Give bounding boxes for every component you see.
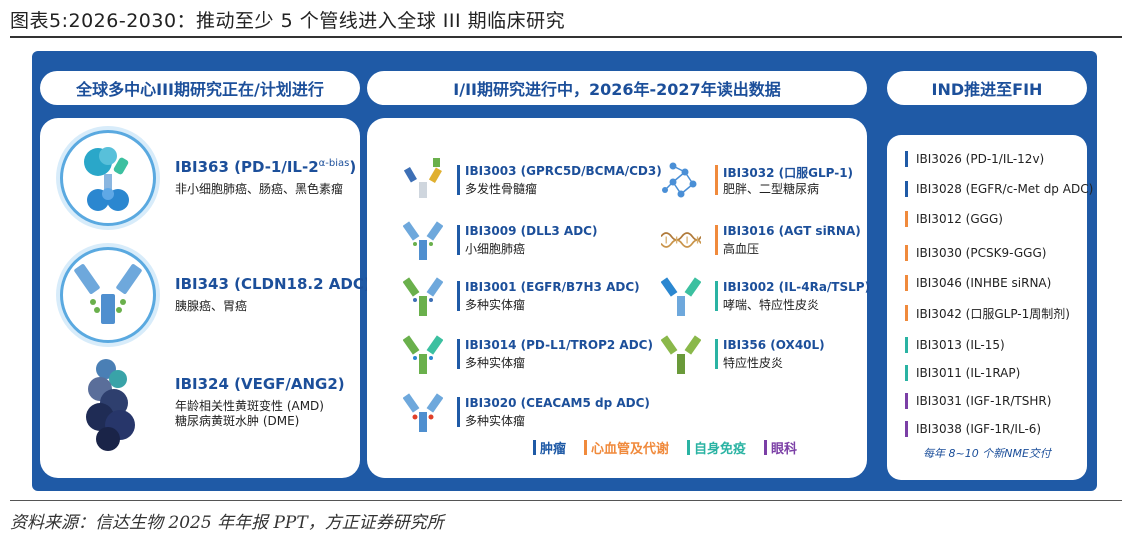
small-molecule-icon [661, 158, 701, 202]
phase12-header: I/II期研究进行中，2026年-2027年读出数据 [367, 71, 867, 105]
pipeline-item: IBI3016 (AGT siRNA) 高血压 [661, 222, 861, 262]
drug-indication: 特应性皮炎 [723, 356, 784, 370]
ind-item: IBI3013 (IL-15) [905, 335, 1005, 355]
phase3-header: 全球多中心III期研究正在/计划进行 [40, 71, 360, 105]
bispecific-antibody-icon [661, 274, 701, 318]
pipeline-item: IBI3003 (GPRC5D/BCMA/CD3) 多发性骨髓瘤 [403, 158, 662, 202]
drug-indication: 多种实体瘤 [465, 414, 526, 428]
bispecific-adc-icon [403, 274, 443, 318]
trispecific-antibody-icon [403, 158, 443, 202]
pipeline-item: IBI3014 (PD-L1/TROP2 ADC) 多种实体瘤 [403, 335, 653, 376]
category-bar [457, 281, 460, 311]
drug-name: IBI363 (PD-1/IL-2α-bias) [175, 158, 357, 176]
ind-item: IBI3026 (PD-1/IL-12v) [905, 149, 1044, 169]
category-bar [715, 225, 718, 255]
ind-item: IBI3030 (PCSK9-GGG) [905, 243, 1046, 263]
bispecific-fusion-icon [60, 130, 156, 226]
category-bar [457, 339, 460, 369]
adc-antibody-icon [403, 218, 443, 262]
category-bar [715, 339, 718, 369]
pipeline-item: IBI3009 (DLL3 ADC) 小细胞肺癌 [403, 221, 643, 262]
adc-antibody-icon [60, 247, 156, 343]
ind-item: IBI3012 (GGG) [905, 209, 1003, 229]
pipeline-item: IBI3001 (EGFR/B7H3 ADC) 多种实体瘤 [403, 277, 643, 318]
ind-item: IBI3031 (IGF-1R/TSHR) [905, 391, 1051, 411]
phase12-card: IBI3003 (GPRC5D/BCMA/CD3) 多发性骨髓瘤 IBI3009… [367, 118, 870, 478]
ind-item: IBI3046 (INHBE siRNA) [905, 273, 1051, 293]
pipeline-item: IBI3032 (口服GLP-1) 肥胖、二型糖尿病 [661, 162, 861, 202]
legend-item-oncology: 肿瘤 [533, 438, 566, 457]
drug-indication: 小细胞肺癌 [465, 242, 526, 256]
drug-name: IBI3020 (CEACAM5 dp ADC) [465, 396, 650, 410]
drug-indication: 年龄相关性黄斑变性 (AMD) 糖尿病黄斑水肿 (DME) [175, 399, 324, 428]
drug-name: IBI356 (OX40L) [723, 338, 825, 352]
drug-name: IBI3014 (PD-L1/TROP2 ADC) [465, 338, 653, 352]
drug-indication: 肥胖、二型糖尿病 [723, 182, 820, 196]
phase3-item: IBI324 (VEGF/ANG2) 年龄相关性黄斑变性 (AMD) 糖尿病黄斑… [50, 355, 345, 455]
category-bar [715, 281, 718, 311]
category-legend: 肿瘤 心血管及代谢 自身免疫 眼科 [533, 438, 797, 457]
drug-indication: 胰腺癌、胃癌 [175, 299, 248, 313]
drug-name: IBI3032 (口服GLP-1) [723, 166, 854, 180]
antibody-icon [661, 332, 701, 376]
pipeline-item: IBI3002 (IL-4Ra/TSLP) 哮喘、特应性皮炎 [661, 277, 870, 318]
phase3-item: IBI363 (PD-1/IL-2α-bias) 非小细胞肺癌、肠癌、黑色素瘤 [50, 128, 356, 228]
legend-item-cardio: 心血管及代谢 [584, 438, 669, 457]
pipeline-panel: 全球多中心III期研究正在/计划进行 IBI363 (PD-1/IL-2α-bi… [32, 51, 1097, 491]
sirna-icon [661, 218, 701, 262]
drug-name: IBI3001 (EGFR/B7H3 ADC) [465, 280, 640, 294]
drug-indication: 高血压 [723, 242, 760, 256]
ind-footnote: 每年 8~10 个新NME交付 [923, 447, 1051, 460]
ind-header: IND推进至FIH [887, 71, 1087, 105]
drug-indication: 多种实体瘤 [465, 298, 526, 312]
top-rule [10, 36, 1122, 38]
legend-item-immune: 自身免疫 [687, 438, 746, 457]
phase3-item: IBI343 (CLDN18.2 ADC) 胰腺癌、胃癌 [50, 245, 371, 345]
source-note: 资料来源：信达生物 2025 年年报 PPT，方正证券研究所 [10, 513, 444, 533]
ind-item: IBI3042 (口服GLP-1周制剂) [905, 303, 1070, 323]
drug-name: IBI324 (VEGF/ANG2) [175, 375, 345, 393]
drug-indication: 多种实体瘤 [465, 356, 526, 370]
category-bar [457, 397, 460, 427]
dual-payload-adc-icon [403, 390, 443, 434]
bispecific-adc-icon [403, 332, 443, 376]
phase3-card: IBI363 (PD-1/IL-2α-bias) 非小细胞肺癌、肠癌、黑色素瘤 … [40, 118, 371, 478]
legend-item-ophth: 眼科 [764, 438, 797, 457]
drug-name: IBI3003 (GPRC5D/BCMA/CD3) [465, 164, 662, 178]
drug-name: IBI3002 (IL-4Ra/TSLP) [723, 280, 871, 294]
ind-item: IBI3028 (EGFR/c-Met dp ADC) [905, 179, 1093, 199]
protein-structure-icon [64, 355, 154, 455]
category-bar [457, 165, 460, 195]
pipeline-item: IBI356 (OX40L) 特应性皮炎 [661, 335, 861, 376]
drug-indication: 非小细胞肺癌、肠癌、黑色素瘤 [175, 182, 344, 196]
ind-card: IBI3026 (PD-1/IL-12v) IBI3028 (EGFR/c-Me… [887, 135, 1093, 480]
category-bar [457, 225, 460, 255]
figure-title: 图表5:2026-2030：推动至少 5 个管线进入全球 III 期临床研究 [10, 10, 566, 32]
drug-indication: 多发性骨髓瘤 [465, 182, 538, 196]
drug-name: IBI3016 (AGT siRNA) [723, 224, 861, 238]
category-bar [715, 165, 718, 195]
drug-name: IBI3009 (DLL3 ADC) [465, 224, 598, 238]
drug-indication: 哮喘、特应性皮炎 [723, 298, 820, 312]
bottom-rule [10, 500, 1122, 501]
drug-name: IBI343 (CLDN18.2 ADC) [175, 275, 371, 293]
pipeline-item: IBI3020 (CEACAM5 dp ADC) 多种实体瘤 [403, 393, 650, 434]
ind-item: IBI3038 (IGF-1R/IL-6) [905, 419, 1041, 439]
ind-item: IBI3011 (IL-1RAP) [905, 363, 1020, 383]
